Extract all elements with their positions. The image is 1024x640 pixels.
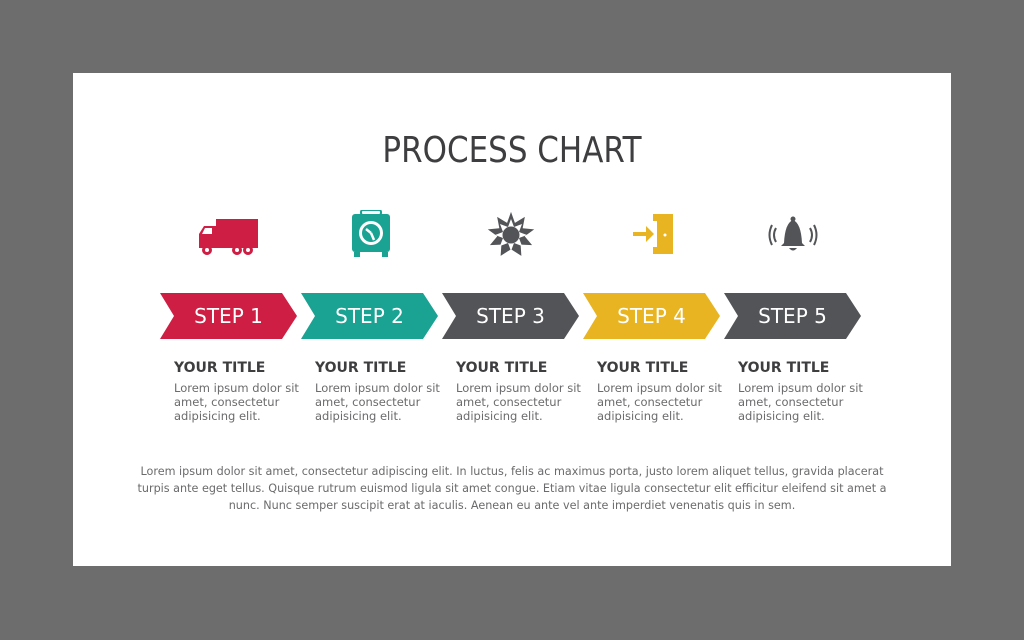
step-5-label: STEP 5 — [758, 304, 827, 328]
step-1-text: YOUR TITLE Lorem ipsum dolor sit amet, c… — [174, 360, 309, 423]
step-2-title: YOUR TITLE — [315, 360, 407, 376]
step-5-arrow: STEP 5 — [724, 293, 861, 339]
step-1-label: STEP 1 — [194, 304, 263, 328]
step-1-title: YOUR TITLE — [174, 360, 266, 376]
step-4-text: YOUR TITLE Lorem ipsum dolor sit amet, c… — [597, 360, 732, 423]
step-4-description: Lorem ipsum dolor sit amet, consectetur … — [597, 381, 722, 423]
starburst-icon — [476, 209, 546, 259]
step-5-text: YOUR TITLE Lorem ipsum dolor sit amet, c… — [738, 360, 873, 423]
step-2-arrow: STEP 2 — [301, 293, 438, 339]
step-4-label: STEP 4 — [617, 304, 686, 328]
step-3-label: STEP 3 — [476, 304, 545, 328]
step-4-arrow: STEP 4 — [583, 293, 720, 339]
step-3-arrow: STEP 3 — [442, 293, 579, 339]
step-2-label: STEP 2 — [335, 304, 404, 328]
step-3-description: Lorem ipsum dolor sit amet, consectetur … — [456, 381, 581, 423]
step-4-title: YOUR TITLE — [597, 360, 689, 376]
step-1-description: Lorem ipsum dolor sit amet, consectetur … — [174, 381, 299, 423]
bell-icon — [758, 211, 828, 261]
enter-door-icon — [620, 210, 690, 260]
body-paragraph: Lorem ipsum dolor sit amet, consectetur … — [137, 465, 887, 512]
truck-icon — [192, 212, 262, 262]
step-2-text: YOUR TITLE Lorem ipsum dolor sit amet, c… — [315, 360, 450, 423]
step-2-description: Lorem ipsum dolor sit amet, consectetur … — [315, 381, 440, 423]
step-3-text: YOUR TITLE Lorem ipsum dolor sit amet, c… — [456, 360, 591, 423]
step-5-title: YOUR TITLE — [738, 360, 830, 376]
safe-icon — [336, 210, 406, 260]
step-3-title: YOUR TITLE — [456, 360, 548, 376]
step-1-arrow: STEP 1 — [160, 293, 297, 339]
page-title: PROCESS CHART — [382, 130, 642, 171]
step-5-description: Lorem ipsum dolor sit amet, consectetur … — [738, 381, 863, 423]
